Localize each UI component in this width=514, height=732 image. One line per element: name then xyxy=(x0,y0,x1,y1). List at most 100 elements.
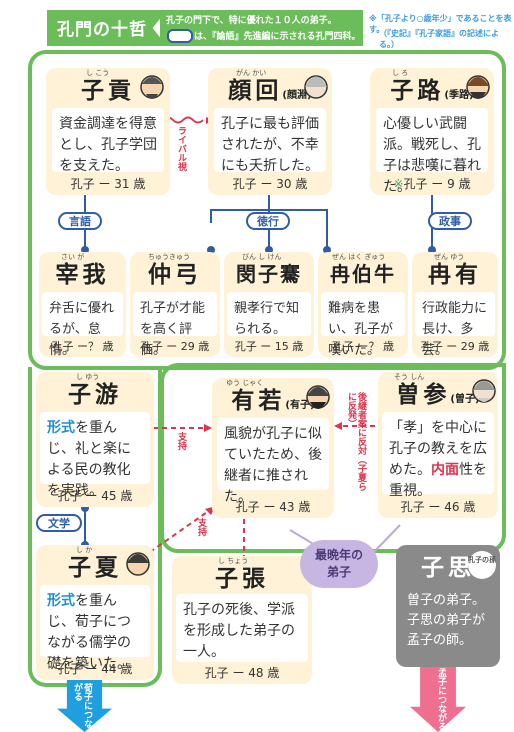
header-note-1: ※「孔子より○歳年少」であることを表す。 xyxy=(369,14,512,34)
label-support-ziyou: 支持 xyxy=(176,432,186,450)
name-zaiwo: 宰我 xyxy=(55,262,110,288)
desc-zaiwo: 弁舌に優れるが、怠惰。 xyxy=(42,292,123,358)
age-zilu: ※孔子 ー 9 歳 xyxy=(393,177,471,191)
card-ziyou: し ゆう 子游 形式を重んじ、礼と楽による民の教化を実践。 孔子 ー 45 歳 xyxy=(36,372,154,507)
portrait-yanhui-icon xyxy=(304,75,328,99)
card-minziqian: びん し けん 閔子騫 親孝行で知られる。 孔子 ー 15 歳 xyxy=(224,252,314,357)
desc-youruo: 風貌が孔子に似ていたため、後継者に推された。 xyxy=(217,418,329,505)
pill-literature: 文学 xyxy=(36,514,82,532)
name-zengshen-alt: (曽子) xyxy=(450,394,480,405)
card-zigong: し こう 子貢 資金調達を得意とし、孔子学団を支えた。 孔子 ー 31 歳 xyxy=(46,68,170,195)
name-zisi: 子思 xyxy=(421,555,475,581)
age-zigong: 孔子 ー 31 歳 xyxy=(70,177,146,191)
ruby-zhonggong: ちゅうきゅう xyxy=(148,253,190,261)
pill-legend-icon xyxy=(167,29,193,43)
age-zengshen: 孔子 ー 46 歳 xyxy=(400,500,476,514)
ruby-zaiwo: さい が xyxy=(61,253,85,261)
desc-zengshen-hl: 内面 xyxy=(431,462,459,478)
name-zixia: 子夏 xyxy=(68,555,122,581)
age-youruo: 孔子 ー 43 歳 xyxy=(235,500,311,514)
pill-speech: 言語 xyxy=(58,212,102,230)
age-zaiwo: 孔子 ー？ 歳 xyxy=(51,340,114,353)
age-zixia: 孔子 ー 44 歳 xyxy=(57,662,133,676)
card-zizhang: し ちょう 子張 孔子の死後、学派を形成した弟子の一人。 孔子 ー 48 歳 xyxy=(172,556,312,684)
ruby-ranboniu: ぜん はく ぎゅう xyxy=(332,253,386,261)
card-zixia: し か 子夏 形式を重んじ、荀子につながる儒学の礎を築いた。 孔子 ー 44 歳 xyxy=(36,545,154,680)
name-zengshen-main: 曽参 xyxy=(396,382,451,408)
desc-ziyou-hl: 形式 xyxy=(47,420,75,436)
desc-yanhui: 孔子に最も評価されたが、不幸にも夭折した。 xyxy=(214,108,326,174)
age-yanhui: 孔子 ー 30 歳 xyxy=(232,177,308,191)
latest-disciples-bubble xyxy=(300,540,378,588)
arrow-to-mencius-label: 孟子につながる xyxy=(436,668,446,731)
card-zhonggong: ちゅうきゅう 仲弓 孔子が才能を高く評価。 孔子 ー 29 歳 xyxy=(130,252,220,358)
desc-zengshen: 「孝」を中心に孔子の教えを広めた。内面性を重視。 xyxy=(382,412,494,499)
badge-grandson: 孔子の孫 xyxy=(468,551,496,579)
ruby-zengshen: そう しん xyxy=(394,373,425,381)
label-rivalry: ライバル視 xyxy=(176,126,186,171)
portrait-zigong-icon xyxy=(140,75,164,99)
portrait-zixia-icon xyxy=(126,552,150,576)
desc-zixia-text: を重んじ、荀子につながる儒学の礎を築いた。 xyxy=(47,593,131,672)
portrait-zengshen-icon xyxy=(472,379,496,403)
age-zizhang: 孔子 ー 48 歳 xyxy=(204,666,280,680)
desc-zizhang: 孔子の死後、学派を形成した弟子の一人。 xyxy=(176,594,308,662)
pill-politics: 政事 xyxy=(428,212,472,230)
card-zisi: 子思 孔子の孫 曽子の弟子。子思の弟子が孟子の師。 xyxy=(396,545,500,667)
header-subtitle-2: は、『論語』先進編に示される孔門四科。 xyxy=(194,32,361,42)
desc-zixia: 形式を重んじ、荀子につながる儒学の礎を築いた。 xyxy=(40,585,150,672)
portrait-youruo-icon xyxy=(306,385,330,409)
name-yanhui-main: 顔回 xyxy=(228,78,283,104)
ruby-zizhang: し ちょう xyxy=(218,557,249,565)
desc-zengshen-b: 性を重視。 xyxy=(389,462,487,499)
card-zilu: し ろ 子路(季路) 心優しい武闘派。戦死し、孔子は悲嘆に暮れた。 ※孔子 ー … xyxy=(370,68,494,195)
desc-minziqian: 親孝行で知られる。 xyxy=(227,292,311,337)
name-yanhui: 顔回(顔淵) xyxy=(228,71,311,105)
name-ziyou: 子游 xyxy=(68,382,122,408)
ruby-ranyou: ぜん ゆう xyxy=(434,253,465,261)
name-youruo-alt: (有子) xyxy=(285,400,315,411)
name-zhonggong: 仲弓 xyxy=(148,262,202,288)
name-zizhang: 子張 xyxy=(215,566,269,592)
header-subtitle-1: 孔子の門下で、特に優れた１０人の弟子。 xyxy=(166,16,337,26)
arrow-to-xunzi-label: 荀子につながる xyxy=(72,683,92,728)
age-ziyou: 孔子 ー 45 歳 xyxy=(57,489,133,503)
desc-zengshen-a: 「孝」を中心に孔子の教えを広めた。 xyxy=(389,420,487,478)
header-subtitle-box xyxy=(160,10,363,46)
card-yanhui: がん かい 顔回(顔淵) 孔子に最も評価されたが、不幸にも夭折した。 孔子 ー … xyxy=(208,68,332,195)
name-yanhui-alt: (顔淵) xyxy=(282,90,312,101)
portrait-zilu-icon xyxy=(466,75,490,99)
name-zilu-alt: (季路) xyxy=(444,90,474,101)
desc-zixia-hl: 形式 xyxy=(47,593,75,609)
header-note-2: （『史記』『孔子家語』の記述による。） xyxy=(379,29,499,49)
header-title-tab xyxy=(47,10,167,46)
name-zigong: 子貢 xyxy=(81,78,135,104)
age-ranboniu: 孔子 ー？ 歳 xyxy=(332,340,394,353)
desc-zisi: 曽子の弟子。子思の弟子が孟子の師。 xyxy=(400,585,496,661)
name-zilu: 子路(季路) xyxy=(390,71,473,105)
desc-zhonggong: 孔子が才能を高く評価。 xyxy=(133,292,217,358)
age-zhonggong: 孔子 ー 29 歳 xyxy=(140,340,210,353)
name-zengshen: 曽参(曽子) xyxy=(396,375,479,409)
age-zilu-text: 孔子 ー 9 歳 xyxy=(403,177,471,191)
desc-ziyou: 形式を重んじ、礼と楽による民の教化を実践。 xyxy=(40,412,150,499)
page-title: 孔門の十哲 xyxy=(57,20,147,40)
ruby-zixia: し か xyxy=(76,546,93,554)
name-youruo-main: 有若 xyxy=(231,388,286,414)
desc-ranyou: 行政能力に長け、多芸。 xyxy=(415,292,495,358)
label-support-zizhang: 支持 xyxy=(196,518,206,536)
card-zaiwo: さい が 宰我 弁舌に優れるが、怠惰。 孔子 ー？ 歳 xyxy=(39,252,126,358)
age-minziqian: 孔子 ー 15 歳 xyxy=(234,340,304,353)
name-minziqian: 閔子騫 xyxy=(236,261,302,286)
desc-ziyou-text: を重んじ、礼と楽による民の教化を実践。 xyxy=(47,420,131,499)
card-ranyou: ぜん ゆう 冉有 行政能力に長け、多芸。 孔子 ー 29 歳 xyxy=(412,252,498,358)
ruby-youruo: ゆう じゃく xyxy=(226,379,264,387)
card-ranboniu: ぜん はく ぎゅう 冉伯牛 難病を患い、孔子が嘆いた。 孔子 ー？ 歳 xyxy=(318,252,408,358)
label-successor-objection: 後継者案に反対（子夏らに反発） xyxy=(346,392,366,491)
name-youruo: 有若(有子) xyxy=(231,381,314,415)
age-ranyou: 孔子 ー 29 歳 xyxy=(420,340,490,353)
ruby-ziyou: し ゆう xyxy=(76,373,100,381)
card-zengshen: そう しん 曽参(曽子) 「孝」を中心に孔子の教えを広めた。内面性を重視。 孔子… xyxy=(378,372,498,518)
desc-zigong: 資金調達を得意とし、孔子学団を支えた。 xyxy=(52,108,164,174)
